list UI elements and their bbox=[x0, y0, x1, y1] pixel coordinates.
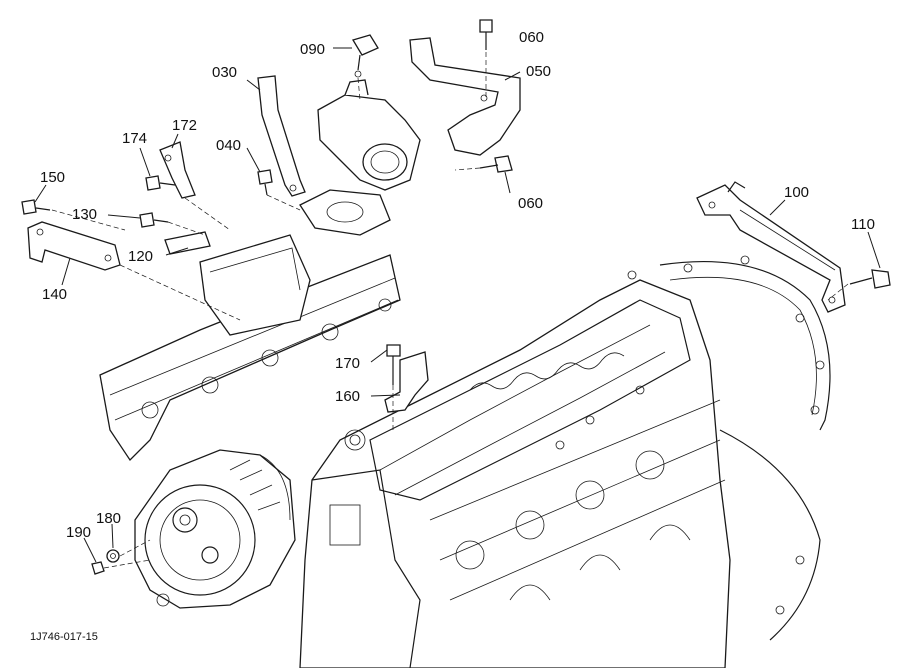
callout-030: 030 bbox=[212, 64, 237, 81]
bracket-050 bbox=[409, 37, 521, 156]
bracket-140 bbox=[27, 221, 121, 271]
callout-170: 170 bbox=[335, 355, 360, 372]
bracket-160 bbox=[384, 351, 429, 413]
bolt-174 bbox=[145, 175, 176, 191]
bolt-040 bbox=[257, 169, 273, 196]
callout-110: 110 bbox=[851, 216, 875, 233]
drawing-code: 1J746-017-15 bbox=[30, 631, 98, 643]
callout-160: 160 bbox=[335, 388, 360, 405]
bracket-100 bbox=[696, 181, 846, 313]
leader-lines bbox=[51, 52, 849, 569]
callout-060-top: 060 bbox=[519, 29, 544, 46]
manifold bbox=[99, 234, 401, 462]
nut-190 bbox=[91, 561, 105, 575]
callout-130: 130 bbox=[72, 206, 97, 223]
bolt-110 bbox=[849, 269, 891, 289]
bracket-030 bbox=[257, 75, 306, 197]
plate-120 bbox=[164, 231, 211, 255]
bracket-172 bbox=[159, 141, 196, 199]
bolt-170 bbox=[386, 344, 401, 385]
thermostat-housing bbox=[299, 79, 421, 236]
flywheel-housing bbox=[627, 255, 831, 641]
bolt-060-bottom bbox=[479, 155, 513, 173]
callout-090: 090 bbox=[300, 41, 325, 58]
callout-190: 190 bbox=[66, 524, 91, 541]
bolt-150 bbox=[21, 199, 51, 215]
engine-block bbox=[299, 279, 731, 668]
callout-100: 100 bbox=[784, 184, 809, 201]
callout-140: 140 bbox=[42, 286, 67, 303]
callout-050: 050 bbox=[526, 63, 551, 80]
callout-060-bottom: 060 bbox=[518, 195, 543, 212]
washer-180 bbox=[106, 549, 120, 563]
bolt-060-top bbox=[479, 19, 493, 50]
sensor-090 bbox=[352, 34, 379, 78]
callout-172: 172 bbox=[172, 117, 197, 134]
alternator bbox=[134, 449, 296, 609]
callout-180: 180 bbox=[96, 510, 121, 527]
callout-ticks bbox=[34, 47, 881, 563]
callout-150: 150 bbox=[40, 169, 65, 186]
callout-labels: 090 060 050 030 172 174 040 150 130 120 … bbox=[40, 29, 875, 541]
callout-120: 120 bbox=[128, 248, 153, 265]
callout-040: 040 bbox=[216, 137, 241, 154]
bolt-130 bbox=[139, 212, 169, 228]
callout-174: 174 bbox=[122, 130, 147, 147]
